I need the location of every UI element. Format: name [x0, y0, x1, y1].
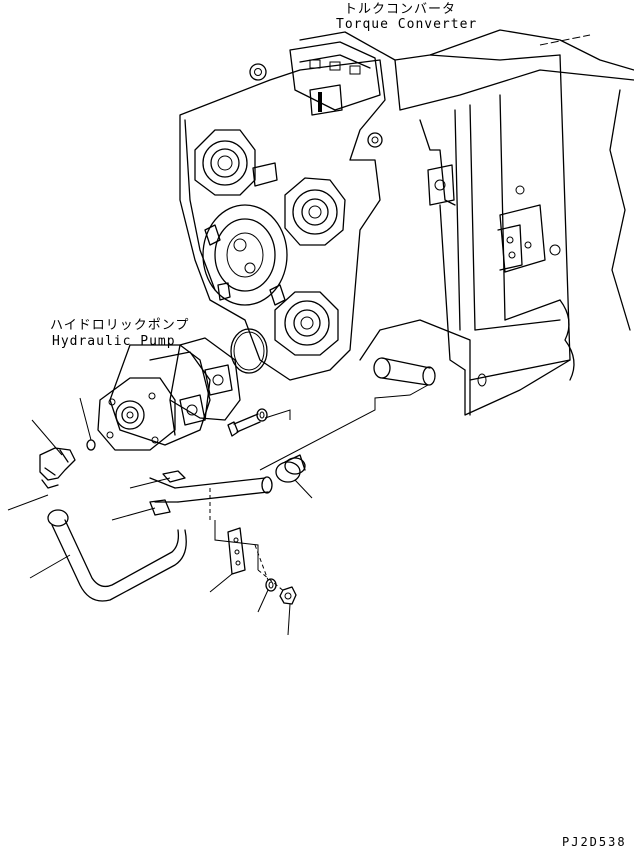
torque-converter-label-en: Torque Converter [336, 17, 478, 32]
hose-clamp-lower [111, 499, 171, 521]
pump-mounting-face [202, 204, 288, 306]
nut [279, 586, 297, 636]
gear-case-cover [179, 41, 386, 381]
converter-outlet-tube [259, 357, 436, 471]
suction-hose [149, 476, 273, 503]
pipe-bracket [209, 520, 259, 593]
torque-converter-label-jp: トルクコンバータ [344, 2, 457, 17]
bolt-leader [264, 409, 291, 420]
hydraulic-pump-label-jp: ハイドロリックポンプ [50, 318, 190, 333]
gear-boss-upper [194, 129, 256, 196]
drawing-code: PJ2D538 [562, 835, 627, 849]
gear-boss-lower [274, 291, 339, 356]
converter-hose-clamp [275, 454, 313, 499]
assembly-guides [209, 488, 286, 593]
torque-converter-housing [299, 29, 634, 416]
elbow-fitting [31, 419, 76, 489]
washer [257, 578, 277, 613]
o-ring [230, 328, 268, 374]
hydraulic-pump [97, 337, 241, 451]
gear-boss-middle [284, 177, 346, 246]
hose-clamp-upper [129, 470, 186, 489]
small-o-ring [79, 397, 96, 451]
mounting-bolt [227, 408, 268, 437]
suction-pipe [7, 494, 187, 602]
